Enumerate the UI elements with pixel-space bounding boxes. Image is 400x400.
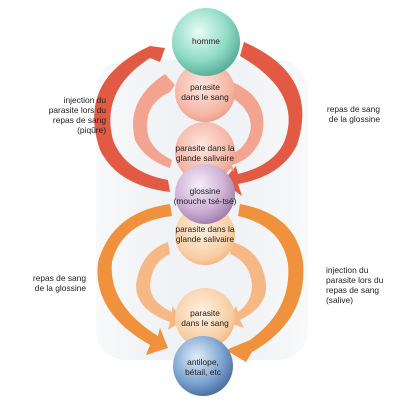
human-label: homme: [192, 36, 220, 46]
outer-red-arrow-right: [222, 42, 303, 196]
side-label-top-right: repas de sang de la glossine: [326, 104, 380, 124]
parasite-gland-top-circle: [175, 122, 235, 182]
glossina-sphere: [175, 164, 235, 224]
parasite-gland-bottom-circle: [175, 205, 235, 265]
glossina-label: glossine (mouche tsé-tsé): [173, 186, 237, 206]
parasite-blood-bottom-label: parasite dans le sang: [181, 308, 229, 328]
inner-red-arrow-right: [220, 82, 264, 172]
side-label-bottom-right: injection du parasite lors du repas de s…: [326, 265, 384, 305]
inner-orange-arrow-right: [226, 242, 267, 328]
human-sphere: [172, 8, 240, 76]
inner-orange-arrow-left: [136, 242, 184, 330]
parasite-blood-top-circle: [175, 62, 235, 122]
parasite-gland-top-label: parasite dans la glande salivaire: [175, 143, 235, 163]
antelope-sphere: [173, 336, 233, 396]
outer-orange-arrow-left: [97, 204, 172, 355]
outer-orange-arrow-right: [226, 204, 304, 362]
parasite-blood-top-label: parasite dans le sang: [181, 82, 229, 102]
antelope-label: antilope, bétail, etc: [185, 357, 221, 377]
side-label-top-left: injection du parasite lors du repas de s…: [48, 95, 106, 135]
parasite-blood-bottom-circle: [175, 288, 235, 348]
parasite-gland-bottom-label: parasite dans la glande salivaire: [175, 224, 235, 244]
side-label-bottom-left: repas de sang de la glossine: [32, 273, 86, 293]
outer-red-arrow-left: [94, 46, 170, 192]
inner-red-arrow-left: [133, 74, 175, 168]
